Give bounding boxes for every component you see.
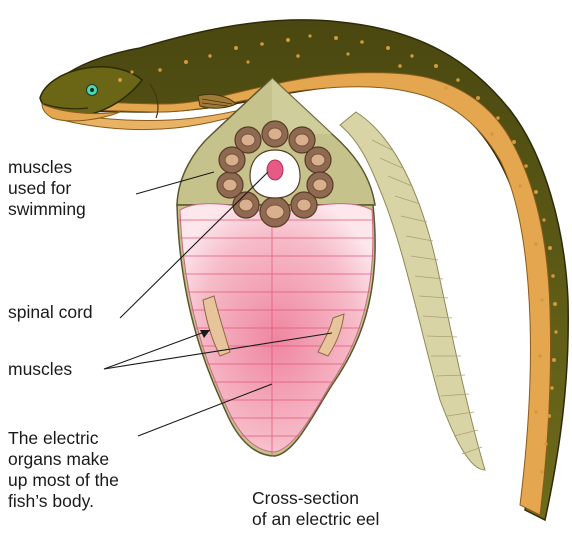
label-electric-organs-line-1: The electric [8,428,119,449]
label-spinal-cord: spinal cord [8,302,93,323]
label-swimming-muscles-line-2: used for [8,178,86,199]
leader-muscles-left [104,330,210,369]
caption-cross-section: Cross-section of an electric eel [252,488,379,530]
label-muscles: muscles [8,359,72,380]
eel-eye [87,85,98,96]
label-electric-organs-line-3: up most of the [8,470,119,491]
label-electric-organs-line-2: organs make [8,449,119,470]
label-swimming-muscles-line-3: swimming [8,199,86,220]
label-swimming-muscles-line-1: muscles [8,157,86,178]
spinal-cord [250,150,300,198]
label-swimming-muscles: muscles used for swimming [8,157,86,220]
label-electric-organs: The electric organs make up most of the … [8,428,119,512]
label-electric-organs-line-4: fish’s body. [8,491,119,512]
caption-line-1: Cross-section [252,488,379,509]
caption-line-2: of an electric eel [252,509,379,530]
